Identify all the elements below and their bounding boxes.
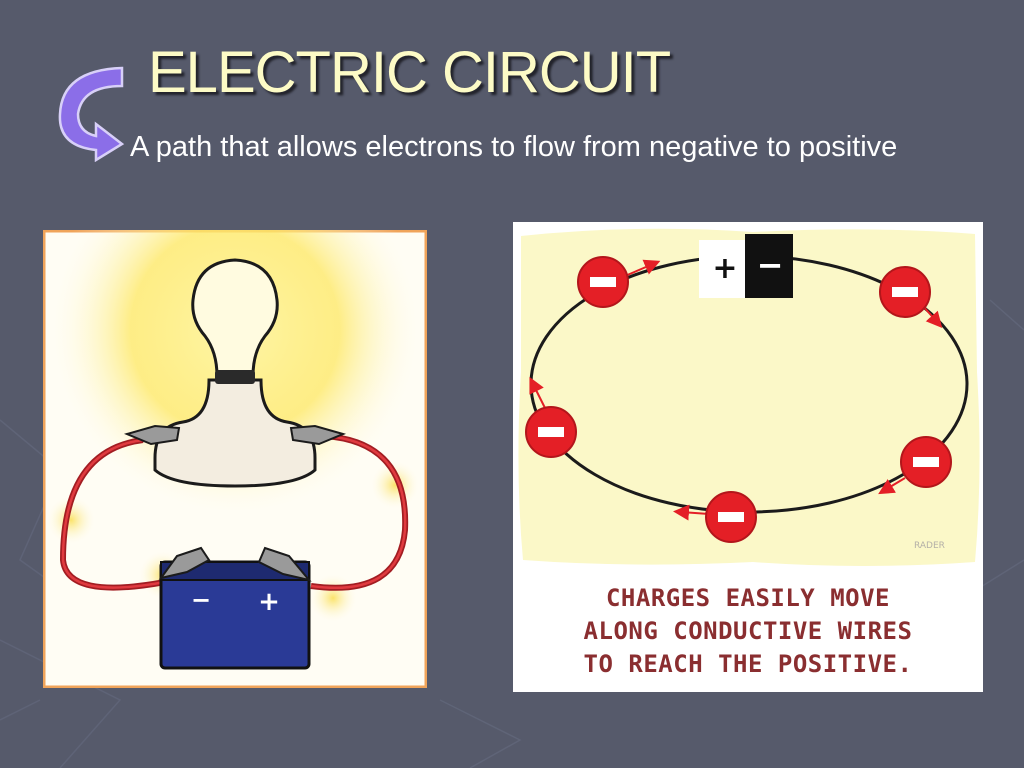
curved-arrow-icon	[58, 66, 125, 162]
right-top-clip	[289, 424, 347, 446]
charge-4	[673, 491, 757, 543]
caption-line: TO REACH THE POSITIVE.	[583, 650, 913, 678]
bulb-socket	[153, 378, 317, 488]
charge-1	[577, 256, 661, 308]
battery-left-clip	[158, 546, 211, 580]
bulb-base	[215, 370, 255, 384]
paper-background	[518, 228, 980, 567]
charge-5	[525, 376, 577, 458]
diagram-battery-negative-label: −	[757, 246, 784, 284]
battery-positive-label: +	[258, 587, 280, 617]
light-bulb	[191, 258, 279, 378]
caption-line: ALONG CONDUCTIVE WIRES	[583, 617, 913, 645]
charge-flow-diagram: + − RADER CHARGES EASILY	[513, 222, 983, 692]
slide-subtitle: A path that allows electrons to flow fro…	[130, 131, 898, 163]
illustrator-credit: RADER	[914, 541, 945, 551]
charge-3	[878, 436, 952, 495]
charge-2	[879, 266, 943, 329]
caption-line: CHARGES EASILY MOVE	[605, 584, 891, 612]
charge-flow-drawing: + −	[518, 228, 980, 567]
left-top-clip	[123, 424, 181, 446]
battery-right-clip	[257, 546, 312, 582]
slide-title: ELECTRIC CIRCUIT	[148, 40, 671, 105]
diagram-caption: CHARGES EASILY MOVE ALONG CONDUCTIVE WIR…	[513, 582, 983, 681]
bulb-circuit-illustration: − +	[43, 230, 427, 688]
battery-negative-label: −	[191, 586, 211, 614]
bulb-circuit-drawing: − +	[43, 230, 427, 688]
diagram-battery-negative-side	[745, 234, 793, 298]
diagram-battery-positive-label: +	[712, 251, 737, 286]
diagram-battery-positive-side	[699, 240, 745, 298]
